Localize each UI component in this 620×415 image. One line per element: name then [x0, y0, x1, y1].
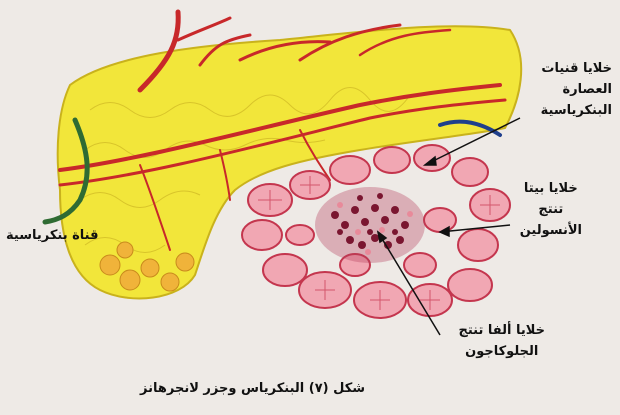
label-beta-cells-line-3: الأنسولين — [520, 220, 582, 241]
label-pancreatic-duct-text: قناة بنكرياسية — [6, 228, 98, 243]
label-beta-cells-line-1: خلايا بيتا — [520, 178, 582, 199]
label-duct-cells-line-2: العصارة — [541, 79, 612, 100]
figure-caption-text: شكل (٧) البنكرياس وجزر لانجرهانز — [140, 381, 365, 396]
label-beta-cells: خلايا بيتا تنتج الأنسولين — [520, 178, 582, 241]
label-duct-cells-line-3: البنكرياسية — [541, 100, 612, 121]
islet-of-langerhans — [315, 187, 425, 263]
label-alpha-cells-line-2: الجلوكاجون — [459, 341, 546, 362]
figure-caption: شكل (٧) البنكرياس وجزر لانجرهانز — [140, 378, 365, 399]
label-alpha-cells-line-1: خلايا ألفا تنتج — [459, 320, 546, 341]
label-beta-cells-line-2: تنتج — [520, 199, 582, 220]
label-alpha-cells: خلايا ألفا تنتج الجلوكاجون — [459, 320, 546, 362]
label-duct-cells: خلايا قنيات العصارة البنكرياسية — [541, 58, 612, 121]
label-pancreatic-duct: قناة بنكرياسية — [6, 225, 98, 246]
label-duct-cells-line-1: خلايا قنيات — [541, 58, 612, 79]
